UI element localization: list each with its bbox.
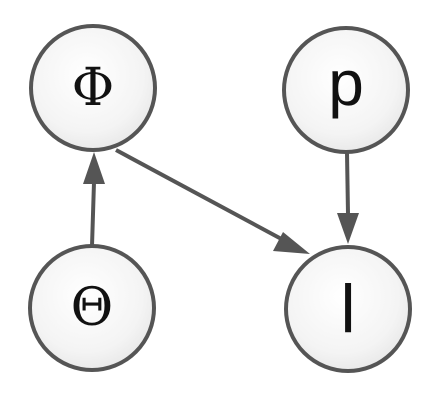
node-circle bbox=[29, 24, 157, 152]
edge-line bbox=[115, 148, 288, 244]
node-circle bbox=[28, 244, 156, 372]
node-label-p: p bbox=[328, 47, 364, 119]
arrowhead bbox=[337, 213, 359, 244]
edge-p-to-l bbox=[337, 152, 359, 244]
node-l: l bbox=[284, 245, 412, 373]
node-theta: Θ bbox=[28, 244, 156, 372]
node-circle bbox=[282, 26, 410, 154]
node-label-l: l bbox=[340, 271, 355, 347]
node-label-theta: Θ bbox=[71, 278, 114, 338]
arrowhead bbox=[273, 232, 310, 254]
edge-line bbox=[345, 152, 350, 215]
node-p: p bbox=[282, 26, 410, 154]
node-label-phi: Φ bbox=[72, 58, 115, 118]
edge-line bbox=[90, 181, 96, 247]
node-phi: Φ bbox=[29, 24, 157, 152]
edge-phi-to-l bbox=[115, 148, 310, 254]
arrowhead bbox=[83, 152, 105, 184]
node-circle bbox=[284, 245, 412, 373]
edge-theta-to-phi bbox=[83, 152, 105, 247]
